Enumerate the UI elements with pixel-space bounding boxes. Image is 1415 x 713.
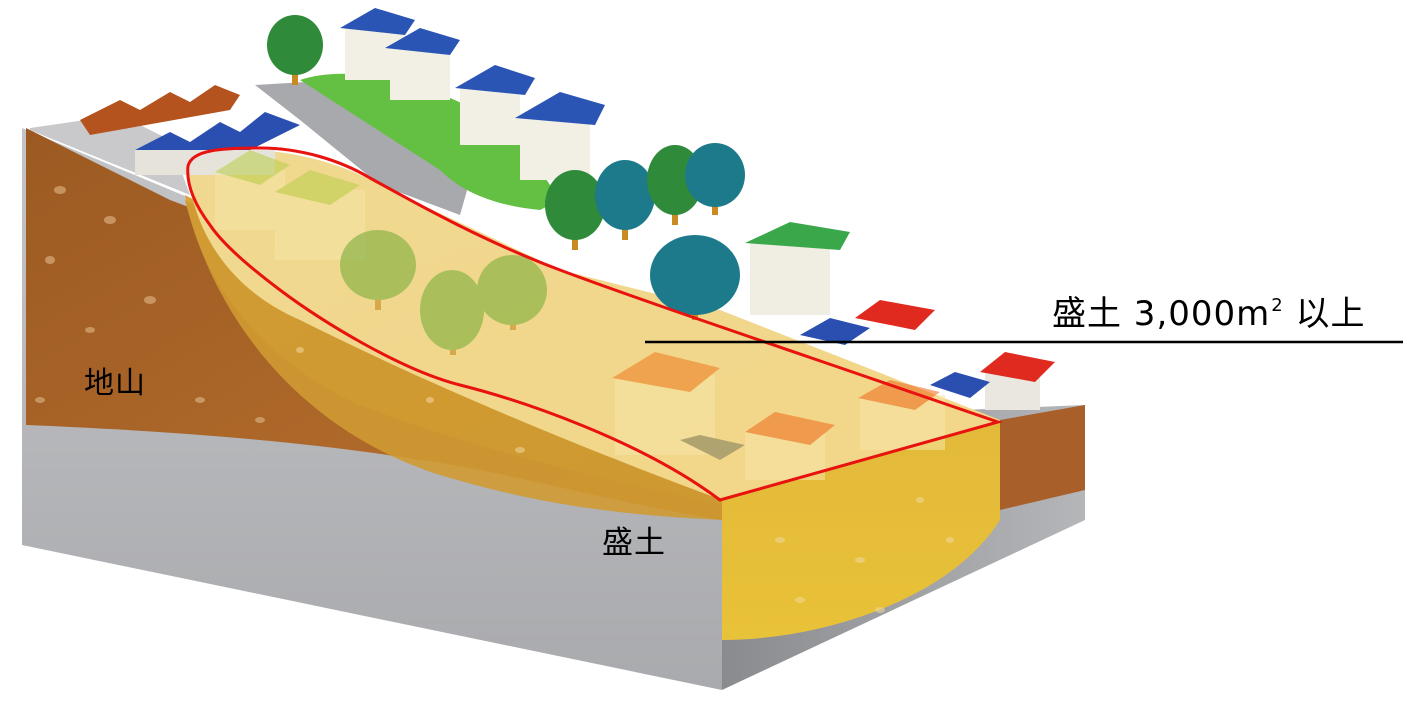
tree-row-2 bbox=[595, 160, 655, 240]
callout-superscript: 2 bbox=[1271, 295, 1284, 316]
house-red-1 bbox=[855, 300, 935, 330]
house-blue-2 bbox=[385, 28, 460, 100]
house-green bbox=[745, 222, 850, 315]
fill-area-highlight-outline bbox=[186, 146, 1004, 502]
callout-suffix: 以上 bbox=[1283, 294, 1366, 334]
fill-area-callout: 盛土 3,000m2 以上 bbox=[1052, 294, 1366, 334]
house-blue-4 bbox=[515, 92, 605, 180]
natural-ground-label: 地山 bbox=[84, 366, 146, 401]
house-blue-6 bbox=[930, 372, 990, 398]
callout-prefix: 盛土 3,000m bbox=[1052, 294, 1271, 334]
house-red-2 bbox=[980, 352, 1055, 410]
houses bbox=[80, 8, 1055, 480]
house-row-brown bbox=[80, 85, 240, 135]
tree-fill-2 bbox=[420, 270, 484, 355]
house-blue-3 bbox=[455, 65, 535, 145]
tree-fill-3 bbox=[477, 255, 547, 330]
tree-row-5 bbox=[650, 235, 740, 320]
house-blue-5 bbox=[800, 318, 870, 345]
tree-row-4 bbox=[685, 143, 745, 215]
trees bbox=[267, 15, 745, 355]
fill-label: 盛土 bbox=[602, 525, 666, 561]
tree-fill-1 bbox=[340, 230, 416, 310]
tree-top bbox=[267, 15, 323, 85]
tree-row-1 bbox=[545, 170, 605, 250]
